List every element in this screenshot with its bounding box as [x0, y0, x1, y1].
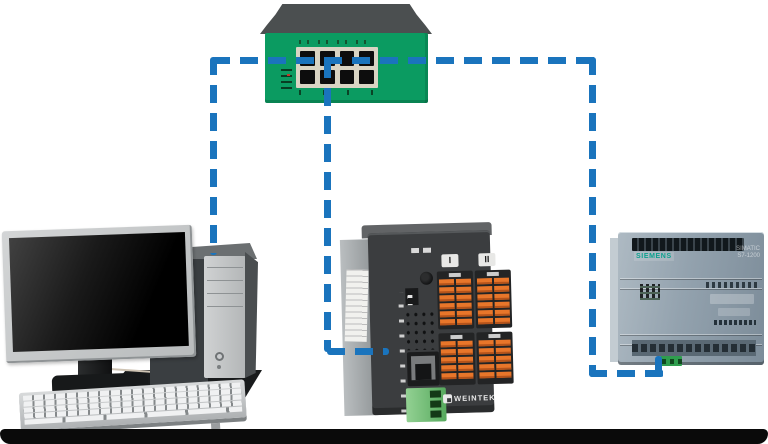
ethernet-jack: [415, 363, 432, 381]
tower-drive-bays: [207, 266, 243, 319]
connection-controller-horizontal: [327, 348, 389, 355]
controller-side-label: [344, 269, 369, 342]
terminal-tab: [486, 271, 499, 277]
connection-controller-vertical: [324, 60, 331, 352]
controller-top-tags: [411, 247, 434, 254]
plc-green-connector: [660, 356, 682, 366]
controller-front-face: I II: [367, 230, 514, 423]
connection-plc-horizontal: [589, 370, 664, 377]
terminal-hole: [430, 410, 442, 418]
io-terminal-block: [474, 269, 513, 329]
tower-led: [217, 365, 221, 369]
tower-top: [186, 243, 257, 259]
plc-label-plate: [710, 294, 754, 304]
terminal-hole: [430, 400, 442, 408]
switch-port-panel: [296, 47, 378, 88]
tower-right-edge: [245, 252, 258, 378]
connection-plc-vertical: [589, 57, 596, 377]
switch-top-housing: [260, 4, 432, 34]
plc-groove: [620, 334, 762, 335]
ethernet-port: [359, 69, 374, 84]
plc-bottom-terminals: [632, 340, 756, 356]
plc-label-plate: [718, 308, 750, 316]
plc-io-leds: [714, 320, 756, 325]
plc-front-face: SIEMENS SIMATIC S7-1200: [618, 232, 764, 366]
bottom-bar: [0, 429, 768, 444]
tower-power-button: [215, 352, 224, 361]
switch-status-leds: [281, 66, 292, 89]
switch-port-labels: [299, 40, 375, 44]
monitor: [1, 224, 197, 364]
plc-status-leds: [640, 284, 660, 300]
slot-label-2: II: [478, 252, 496, 267]
controller-ethernet-port: [406, 351, 440, 387]
power-terminal: [405, 387, 447, 423]
terminal-tab: [448, 272, 461, 278]
pc-tower: [204, 256, 246, 378]
ethernet-port: [339, 69, 355, 84]
io-terminal-block: [438, 332, 476, 386]
io-terminal-block: [476, 331, 514, 385]
plc-series-line1: SIMATIC: [736, 246, 760, 252]
terminal-tab: [488, 333, 501, 339]
connection-trunk-horizontal: [212, 57, 597, 64]
plc-series-label: SIMATIC S7-1200: [714, 246, 760, 260]
dip-switch: [405, 287, 419, 306]
switch-power-led: [287, 74, 290, 76]
controller-buzzer: [419, 271, 434, 285]
connection-plc-hook: [655, 356, 662, 377]
plc-series-line2: S7-1200: [737, 253, 760, 259]
led-matrix: [403, 309, 435, 351]
weintek-logo-text: WEINTEK: [453, 392, 496, 404]
siemens-logo: SIEMENS: [634, 252, 674, 261]
plc-groove: [620, 278, 762, 279]
terminal-tab: [450, 334, 463, 340]
weintek-logo-icon: [442, 394, 453, 404]
connection-pc-vertical: [210, 57, 217, 255]
plc-vent-slots: [632, 238, 744, 251]
slot-label-1: I: [441, 253, 459, 268]
terminal-hole: [429, 390, 442, 398]
weintek-controller: I II: [339, 220, 514, 423]
monitor-screen: [8, 231, 189, 353]
ethernet-port: [300, 69, 315, 84]
plc-terminal-row: [706, 282, 758, 288]
siemens-plc: SIEMENS SIMATIC S7-1200: [610, 232, 764, 368]
io-terminal-block: [436, 270, 475, 330]
switch-bottom-labels: [299, 90, 375, 95]
plc-groove: [620, 288, 762, 289]
weintek-logo: WEINTEK: [442, 391, 518, 405]
